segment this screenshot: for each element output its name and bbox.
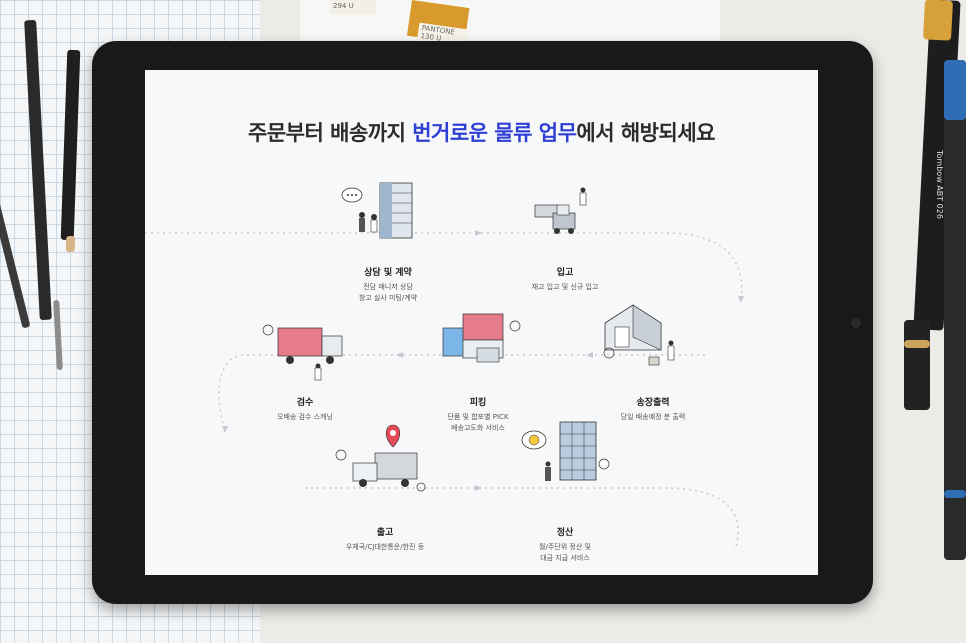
marker-end-band [904, 340, 930, 348]
marker-cap-blue [944, 60, 966, 120]
marker-end [904, 320, 930, 410]
headline-highlight: 번거로운 물류 업무 [412, 121, 577, 145]
arrow-down-1 [738, 296, 744, 303]
marker-blue-cap [944, 60, 966, 560]
arrow-left-2 [586, 352, 593, 358]
tablet-screen: 주문부터 배송까지 번거로운 물류 업무에서 해방되세요 [145, 70, 818, 575]
step-desc-line: 재고 입고 및 신규 입고 [531, 283, 599, 291]
step-desc-line: 오배송 검수 스캐닝 [277, 413, 333, 421]
step-desc-line: 전담 매니저 상담 [363, 283, 413, 291]
step-title: 송장출력 [636, 398, 670, 408]
step-inspection: 검수 오배송 검수 스캐닝 [230, 395, 380, 423]
step-title: 피킹 [469, 398, 487, 408]
color-swatch-label: 294 U [330, 0, 376, 14]
headline-part1: 주문부터 배송까지 [248, 121, 413, 145]
step-outbound: 출고 우체국/CJ대한통운/한진 등 [310, 525, 460, 553]
step-title: 검수 [296, 398, 314, 408]
step-desc-line: 단품 및 합포별 PICK [447, 413, 509, 421]
marker-band [944, 490, 966, 498]
container-stack-icon [442, 313, 521, 363]
step-desc-line: 창고 실사 미팅/계약 [358, 294, 418, 302]
arrow-left-1 [396, 352, 403, 358]
process-route [145, 182, 744, 551]
tablet-camera [851, 318, 861, 328]
truck-icon [262, 324, 343, 381]
step-consultation: 상담 및 계약 전담 매니저 상담 창고 실사 미팅/계약 [313, 265, 463, 304]
pencil-wood [65, 235, 76, 253]
step-title: 상담 및 계약 [364, 268, 412, 278]
page-headline: 주문부터 배송까지 번거로운 물류 업무에서 해방되세요 [145, 117, 818, 147]
arrow-down-2 [222, 426, 228, 433]
consultation-icon [341, 182, 413, 239]
route-row2 [218, 354, 705, 431]
marker-cap [922, 0, 954, 41]
step-invoice-print: 송장출력 당일 배송예정 분 출력 [578, 395, 728, 423]
warehouse-icon [603, 304, 675, 366]
step-title: 입고 [556, 268, 574, 278]
step-title: 정산 [556, 528, 574, 538]
step-settlement: 정산 월/주단위 정산 및 대금 지급 서비스 [490, 525, 640, 564]
settlement-building-icon [521, 421, 610, 481]
marker-brand-text: Tombow ABT 026 [935, 150, 944, 219]
arrow-right-2 [475, 485, 482, 491]
step-desc-line: 대금 지급 서비스 [540, 554, 590, 562]
step-inbound: 입고 재고 입고 및 신규 입고 [490, 265, 640, 293]
step-desc-line: 월/주단위 정산 및 [539, 543, 591, 551]
forklift-icon [534, 187, 587, 234]
step-title: 출고 [376, 528, 394, 538]
route-row3 [305, 487, 739, 551]
route-row1 [145, 232, 743, 301]
delivery-truck-pin-icon [335, 424, 426, 492]
step-picking: 피킹 단품 및 합포별 PICK 배송고도화 서비스 [403, 395, 553, 434]
arrow-right-1 [475, 230, 482, 236]
headline-part2: 에서 해방되세요 [576, 121, 715, 145]
step-desc-line: 당일 배송예정 분 출력 [620, 413, 686, 421]
step-desc-line: 배송고도화 서비스 [451, 424, 505, 432]
step-desc-line: 우체국/CJ대한통운/한진 등 [345, 543, 425, 551]
